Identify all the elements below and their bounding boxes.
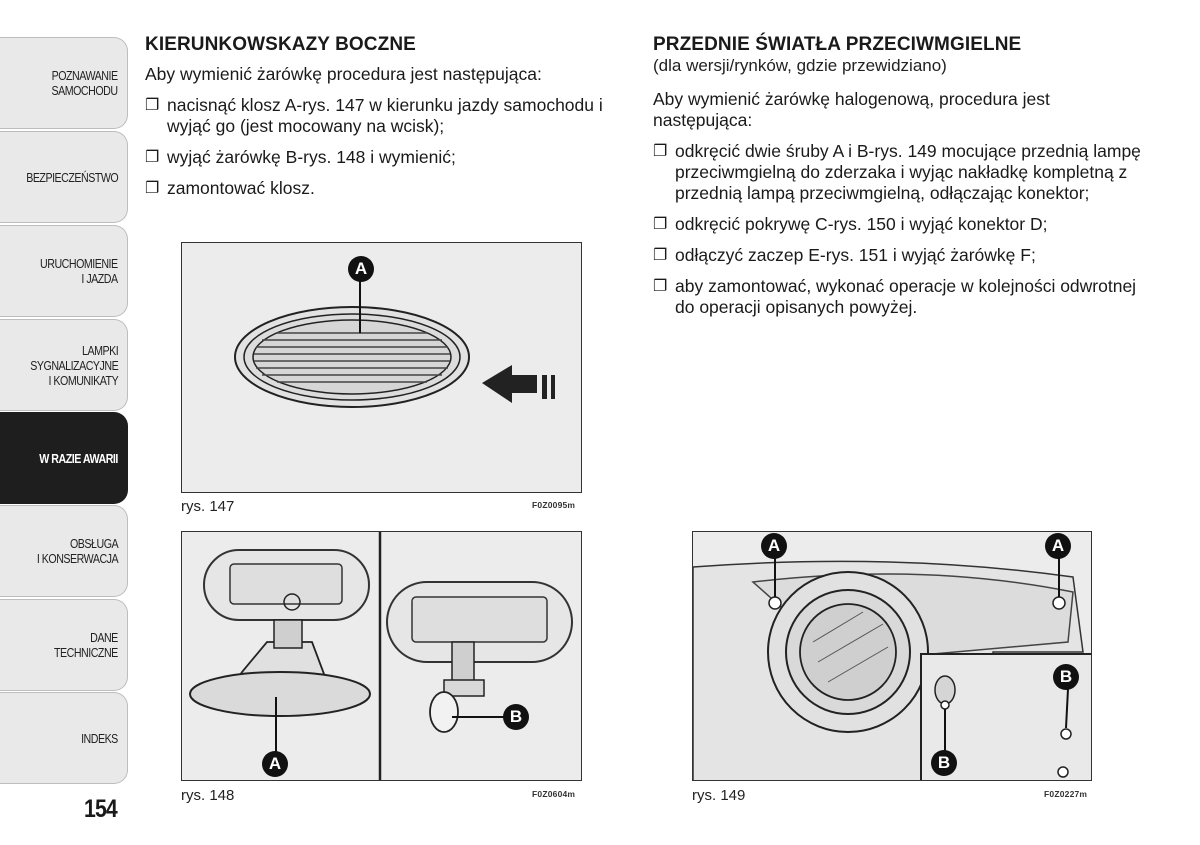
- figure-148-code: F0Z0604m: [532, 789, 576, 799]
- step-item: odkręcić dwie śruby A i B-rys. 149 mocuj…: [653, 141, 1143, 204]
- section-fog-lights: PRZEDNIE ŚWIATŁA PRZECIWMGIELNE (dla wer…: [653, 34, 1143, 328]
- figure-149-code: F0Z0227m: [1044, 789, 1088, 799]
- tab-label: DANE TECHNICZNE: [54, 630, 118, 660]
- section-subtitle: (dla wersji/rynków, gdzie przewidziano): [653, 56, 947, 75]
- figure-147-code: F0Z0095m: [532, 500, 576, 510]
- callout-b-label: B: [931, 750, 957, 776]
- figure-149-caption: rys. 149: [692, 787, 746, 804]
- steps-list: nacisnąć klosz A-rys. 147 w kierunku jaz…: [145, 95, 635, 199]
- tab-w-razie-awarii[interactable]: W RAZIE AWARII: [0, 412, 128, 504]
- tab-dane-techniczne[interactable]: DANE TECHNICZNE: [0, 599, 128, 691]
- callout-b-label: B: [1053, 664, 1079, 690]
- callout-a-label: A: [262, 751, 288, 777]
- step-item: wyjąć żarówkę B-rys. 148 i wymienić;: [145, 147, 635, 168]
- tab-uruchomienie-i-jazda[interactable]: URUCHOMIENIE I JAZDA: [0, 225, 128, 317]
- tab-label: BEZPIECZEŃSTWO: [25, 169, 119, 185]
- section-intro: Aby wymienić żarówkę halogenową, procedu…: [653, 89, 1050, 130]
- step-item: aby zamontować, wykonać operacje w kolej…: [653, 276, 1143, 318]
- section-title: PRZEDNIE ŚWIATŁA PRZECIWMGIELNE: [653, 34, 1022, 55]
- steps-list: odkręcić dwie śruby A i B-rys. 149 mocuj…: [653, 141, 1143, 318]
- tab-obsluga-i-konserwacja[interactable]: OBSŁUGA I KONSERWACJA: [0, 505, 128, 597]
- tab-label: POZNAWANIE SAMOCHODU: [51, 68, 119, 98]
- step-item: zamontować klosz.: [145, 178, 635, 199]
- step-item: odłączyć zaczep E-rys. 151 i wyjąć żarów…: [653, 245, 1143, 266]
- tab-label: W RAZIE AWARII: [39, 450, 118, 466]
- section-side-indicators: KIERUNKOWSKAZY BOCZNE Aby wymienić żarów…: [145, 34, 635, 209]
- callout-b-label: B: [503, 704, 529, 730]
- figure-147-caption: rys. 147: [181, 498, 235, 515]
- step-item: nacisnąć klosz A-rys. 147 w kierunku jaz…: [145, 95, 635, 137]
- figure-148-caption: rys. 148: [181, 787, 235, 804]
- tab-label: INDEKS: [81, 730, 118, 746]
- callout-a-label: A: [1045, 533, 1071, 559]
- tab-indeks[interactable]: INDEKS: [0, 692, 128, 784]
- tab-label: URUCHOMIENIE I JAZDA: [40, 256, 118, 286]
- figure-149-illustration: [692, 531, 1092, 781]
- page-number: 154: [84, 795, 118, 823]
- tab-label: LAMPKI SYGNALIZACYJNE I KOMUNIKATY: [30, 342, 119, 388]
- section-title: KIERUNKOWSKAZY BOCZNE: [145, 34, 416, 55]
- figure-147-illustration: [181, 242, 582, 493]
- tab-poznawanie-samochodu[interactable]: POZNAWANIE SAMOCHODU: [0, 37, 128, 129]
- step-item: odkręcić pokrywę C-rys. 150 i wyjąć kone…: [653, 214, 1143, 235]
- figure-148-illustration: [181, 531, 582, 781]
- callout-a-label: A: [761, 533, 787, 559]
- callout-a-label: A: [348, 256, 374, 282]
- tab-bezpieczenstwo[interactable]: BEZPIECZEŃSTWO: [0, 131, 128, 223]
- tab-lampki-sygnalizacyjne[interactable]: LAMPKI SYGNALIZACYJNE I KOMUNIKATY: [0, 319, 128, 411]
- tab-label: OBSŁUGA I KONSERWACJA: [36, 536, 119, 566]
- section-intro: Aby wymienić żarówkę procedura jest nast…: [145, 64, 542, 84]
